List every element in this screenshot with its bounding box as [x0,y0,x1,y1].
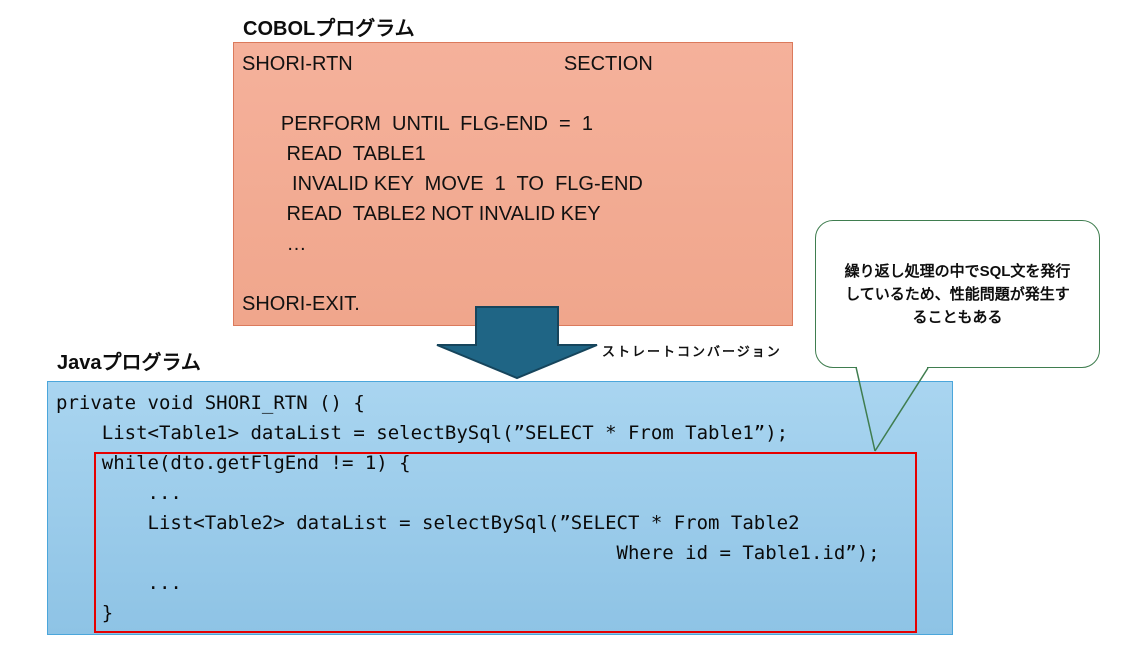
cobol-code-box: SHORI-RTN SECTION PERFORM UNTIL FLG-END … [233,42,793,326]
down-block-arrow-icon [436,306,598,380]
cobol-code-text: SHORI-RTN SECTION PERFORM UNTIL FLG-END … [242,53,653,315]
callout-tail-gap [857,365,927,371]
java-program-title: Javaプログラム [57,352,201,374]
cobol-program-title: COBOLプログラム [243,18,415,40]
java-code-box: private void SHORI_RTN () { List<Table1>… [47,381,953,635]
straight-conversion-label: ストレートコンバージョン [602,344,782,359]
java-code-text: private void SHORI_RTN () { List<Table1>… [56,392,880,624]
sql-loop-highlight-box [94,452,917,633]
performance-callout-text: 繰り返し処理の中でSQL文を発行 しているため、性能問題が発生す ることもある [844,262,1071,326]
performance-callout: 繰り返し処理の中でSQL文を発行 しているため、性能問題が発生す ることもある [815,220,1100,368]
